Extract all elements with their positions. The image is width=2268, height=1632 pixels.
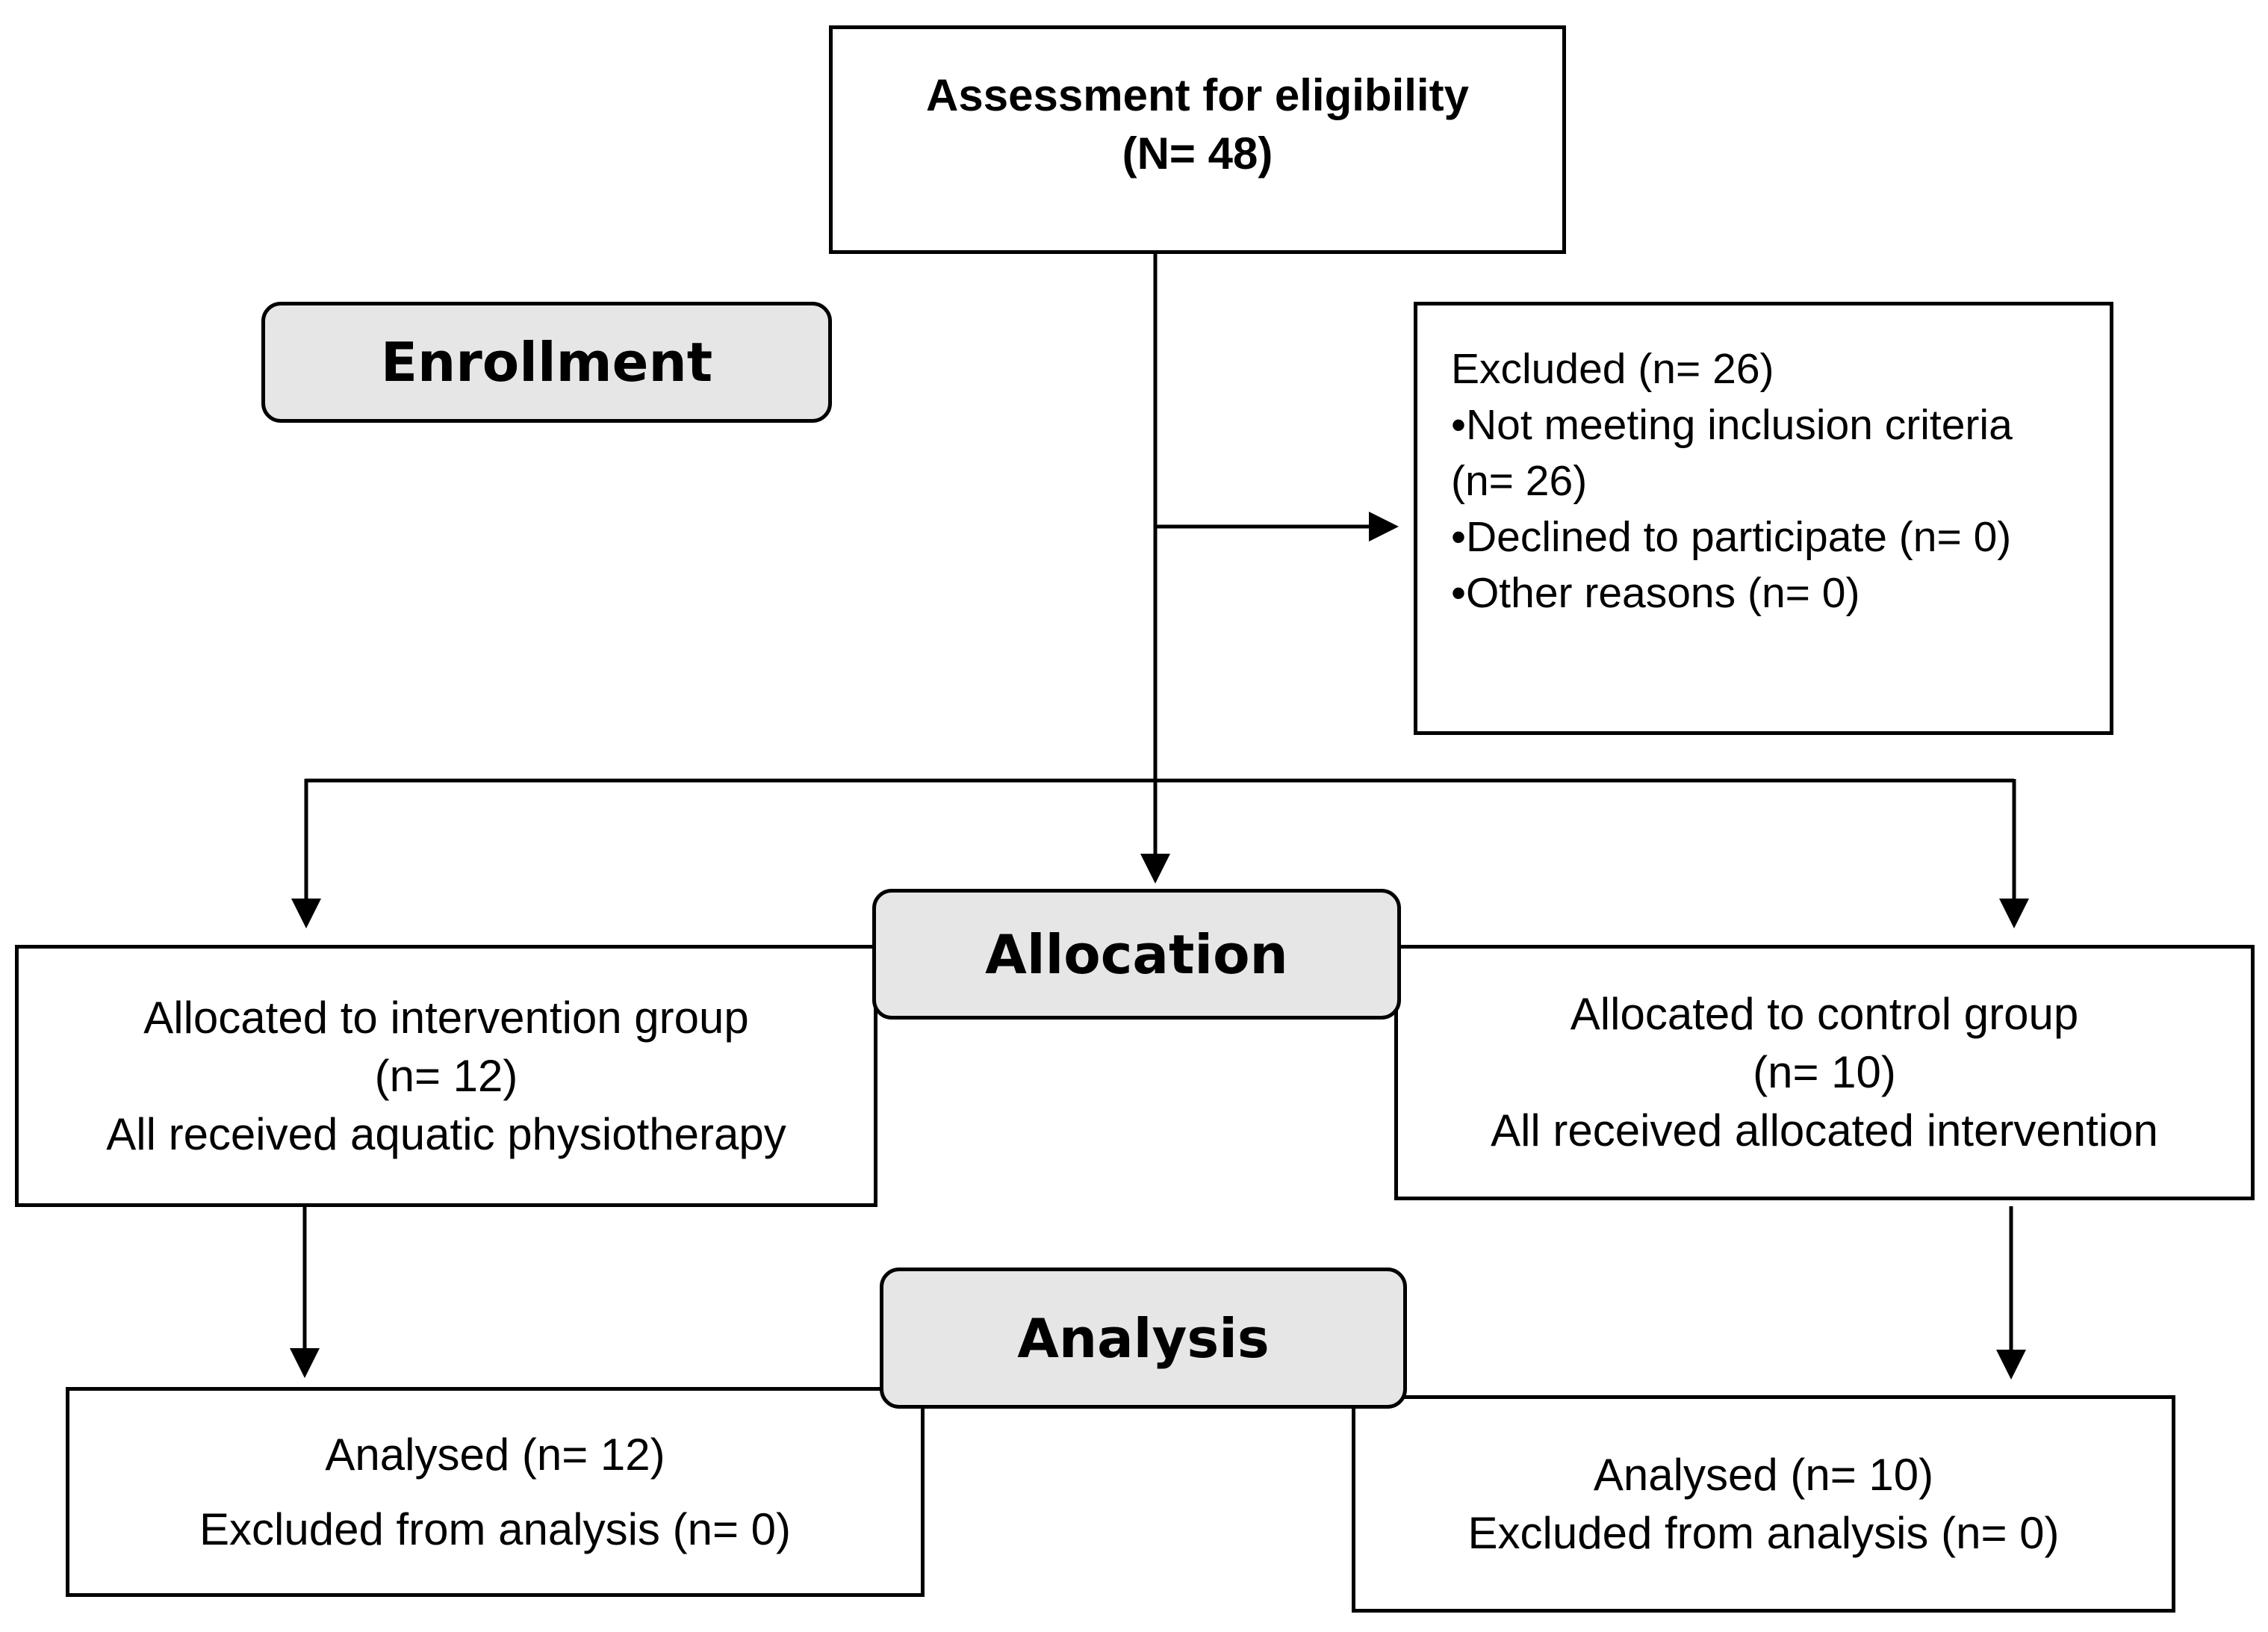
stage-analysis-label: Analysis xyxy=(1017,1306,1270,1370)
analysis-intervention-excluded: Excluded from analysis (n= 0) xyxy=(199,1504,791,1554)
excluded-reason: •Other reasons (n= 0) xyxy=(1451,569,1860,617)
excluded-heading: Excluded (n= 26) xyxy=(1451,345,1774,393)
intervention-title: Allocated to intervention group xyxy=(143,992,749,1043)
analysis-control-analysed: Analysed (n= 10) xyxy=(1593,1449,1934,1500)
stage-analysis: Analysis xyxy=(880,1268,1407,1409)
control-count: (n= 10) xyxy=(1753,1047,1896,1097)
stage-allocation-label: Allocation xyxy=(985,922,1288,986)
analysis-intervention-box: Analysed (n= 12) Excluded from analysis … xyxy=(66,1387,925,1597)
analysis-intervention-analysed: Analysed (n= 12) xyxy=(325,1429,665,1480)
control-box: Allocated to control group (n= 10) All r… xyxy=(1394,945,2255,1200)
analysis-control-excluded: Excluded from analysis (n= 0) xyxy=(1467,1507,2060,1558)
analysis-control-box: Analysed (n= 10) Excluded from analysis … xyxy=(1352,1395,2175,1613)
excluded-box: Excluded (n= 26) •Not meeting inclusion … xyxy=(1414,302,2113,735)
intervention-count: (n= 12) xyxy=(374,1050,518,1101)
stage-enrollment: Enrollment xyxy=(261,302,832,423)
control-note: All received allocated intervention xyxy=(1491,1105,2158,1155)
intervention-note: All received aquatic physiotherapy xyxy=(106,1108,786,1159)
assessment-title: Assessment for eligibility xyxy=(926,70,1469,120)
stage-enrollment-label: Enrollment xyxy=(380,331,713,394)
assessment-count: (N= 48) xyxy=(1122,128,1273,179)
excluded-reason: (n= 26) xyxy=(1451,457,1588,505)
stage-allocation: Allocation xyxy=(872,889,1401,1020)
intervention-box: Allocated to intervention group (n= 12) … xyxy=(15,945,877,1207)
assessment-box: Assessment for eligibility (N= 48) xyxy=(829,25,1566,254)
excluded-reason: •Not meeting inclusion criteria xyxy=(1451,401,2013,449)
excluded-reason: •Declined to participate (n= 0) xyxy=(1451,513,2012,561)
control-title: Allocated to control group xyxy=(1570,989,2079,1039)
